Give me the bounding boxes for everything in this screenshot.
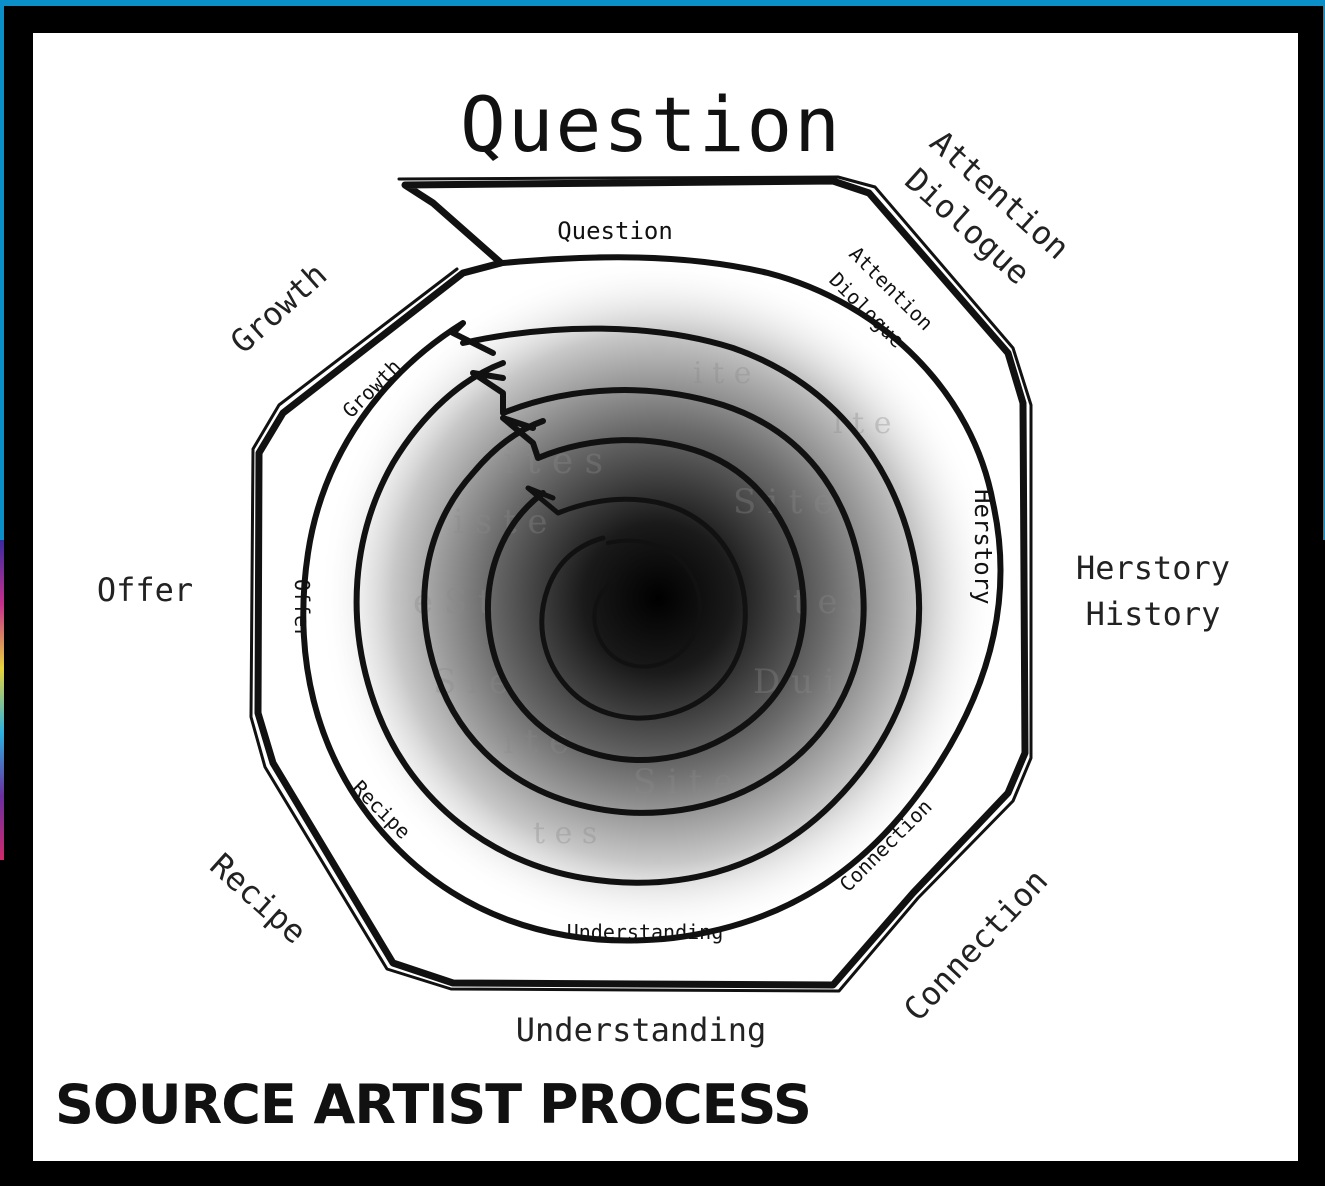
inner-label-offer: Offer	[290, 579, 314, 639]
outer-label-growth: Growth	[223, 255, 334, 361]
outer-label-history: History	[1086, 595, 1221, 633]
svg-text:l t e: l t e	[833, 406, 891, 441]
svg-text:i t e s: i t e s	[503, 441, 603, 482]
svg-text:S i t e: S i t e	[733, 482, 833, 522]
spiral-diagram: i t e s i s t e S i t e e S t t e S S i …	[33, 33, 1298, 1161]
svg-text:S i t e: S i t e	[633, 762, 733, 802]
inner-label-understanding: Understanding	[567, 920, 724, 944]
outer-label-understanding: Understanding	[516, 1011, 766, 1049]
outer-label-offer: Offer	[97, 571, 193, 609]
footer-tag: SOURCE ARTIST PROCESS	[55, 1073, 811, 1136]
svg-text:i s t e: i s t e	[453, 502, 548, 542]
diagram-panel: i t e s i s t e S i t e e S t t e S S i …	[33, 33, 1298, 1161]
outer-label-recipe: Recipe	[203, 846, 314, 952]
inner-label-herstory: Herstory	[969, 489, 997, 605]
outer-label-question: Question	[460, 80, 842, 169]
svg-text:i t e: i t e	[693, 356, 751, 391]
inner-label-question: Question	[557, 217, 673, 245]
svg-text:t e s: t e s	[533, 816, 597, 851]
outer-label-herstory: Herstory	[1076, 549, 1230, 587]
